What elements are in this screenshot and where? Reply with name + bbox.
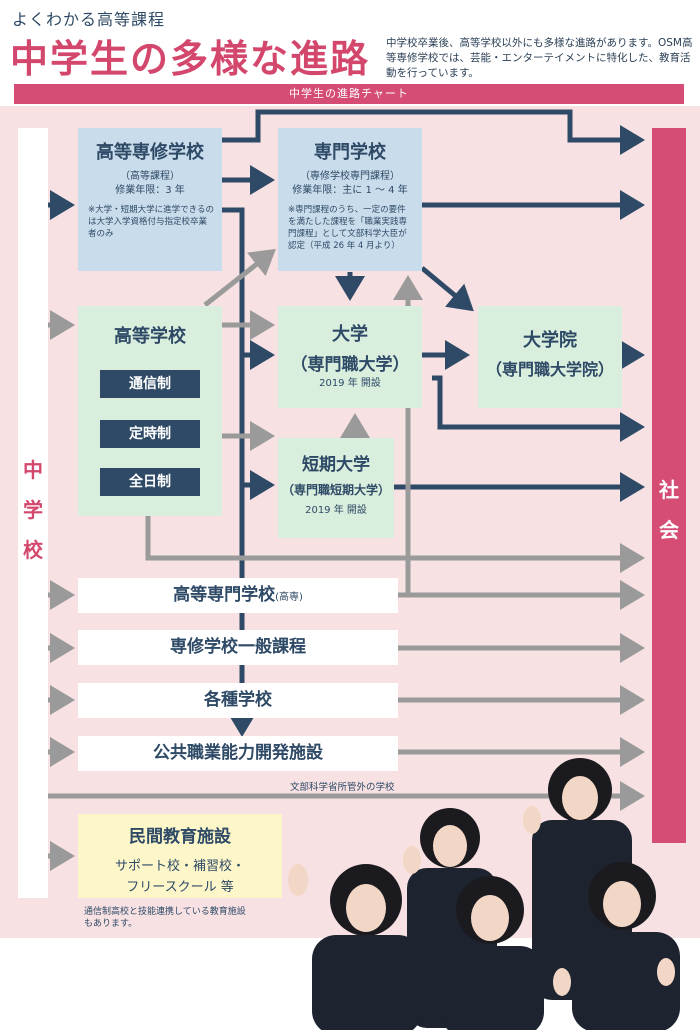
daigaku-title: 大学 (332, 324, 368, 345)
tsushin-label: 通信制 (100, 370, 200, 398)
daigakuin-title: 大学院 (523, 330, 577, 351)
minkan-line1: サポート校・補習校・ (114, 859, 245, 874)
daigaku-subtitle: （専門職大学） (290, 355, 410, 375)
koko-box: 高等学校 通信制 定時制 全日制 (78, 306, 222, 516)
daigakuin-box: 大学院 （専門職大学院） (478, 306, 622, 408)
daigaku-year: 2019 年 開設 (319, 378, 381, 389)
page-title: 中学生の多様な進路 (10, 37, 371, 81)
kokyo-box: 公共職業能力開発施設 (78, 736, 398, 771)
junior-high-column (18, 128, 48, 898)
tanki-title: 短期大学 (302, 455, 370, 475)
daigakuin-subtitle: （専門職大学院） (485, 360, 615, 379)
senmon-note: ※専門課程のうち、一定の要件を満たした課程を「職業実践専門課程」として文部科学大… (288, 205, 408, 251)
bottom-note: 通信制高校と技能連携している教育施設もあります。 (84, 907, 246, 929)
society-text: 社会 (659, 478, 679, 542)
kosen-suffix: (高専) (275, 592, 303, 603)
senmon-box: 専門学校 （専修学校専門課程） 修業年限：主に 1 ～ 4 年 ※専門課程のうち… (278, 128, 422, 271)
junior-high-label: 中学校 (18, 450, 48, 570)
tanki-box: 短期大学 （専門職短期大学） 2019 年 開設 (278, 438, 394, 538)
koto-senshu-note: ※大学・短期大学に進学できるのは大学入学資格付与指定校卒業者のみ (88, 205, 214, 239)
minkan-title: 民間教育施設 (129, 827, 231, 847)
kakushu-box: 各種学校 (78, 683, 398, 718)
koto-senshu-sub2: 修業年限：3 年 (115, 185, 185, 196)
senmon-sub2: 修業年限：主に 1 ～ 4 年 (292, 185, 408, 196)
koto-senshu-title: 高等専修学校 (96, 142, 204, 163)
koto-senshu-sub1: （高等課程） (120, 171, 180, 182)
koto-senshu-box: 高等専修学校 （高等課程） 修業年限：3 年 ※大学・短期大学に進学できるのは大… (78, 128, 222, 271)
koko-title: 高等学校 (114, 326, 186, 347)
senmon-title: 専門学校 (314, 142, 386, 163)
zennichi-label: 全日制 (100, 468, 200, 496)
kosen-box: 高等専門学校(高専) (78, 578, 398, 613)
senmon-sub1: （専修学校専門課程） (300, 171, 400, 182)
tanki-subtitle: （専門職短期大学） (281, 483, 391, 497)
tanki-year: 2019 年 開設 (305, 505, 367, 516)
students-photo (288, 758, 680, 1030)
ippan-box: 専修学校一般課程 (78, 630, 398, 665)
society-column (652, 128, 686, 843)
society-label: 社会 (652, 470, 686, 550)
minkan-box: 民間教育施設 サポート校・補習校・ フリースクール 等 (78, 814, 282, 898)
kosen-title: 高等専門学校 (173, 585, 276, 605)
chart-title-bar: 中学生の進路チャート (14, 84, 684, 104)
page-kicker: よくわかる高等課程 (12, 10, 166, 29)
daigaku-box: 大学 （専門職大学） 2019 年 開設 (278, 306, 422, 408)
page-description: 中学校卒業後、高等学校以外にも多様な進路があります。OSM高等専修学校では、芸能… (386, 37, 693, 79)
junior-high-text: 中学校 (23, 458, 43, 562)
monka-note: 文部科学省所管外の学校 (290, 782, 395, 793)
minkan-line2: フリースクール 等 (126, 880, 234, 895)
teiji-label: 定時制 (100, 420, 200, 448)
